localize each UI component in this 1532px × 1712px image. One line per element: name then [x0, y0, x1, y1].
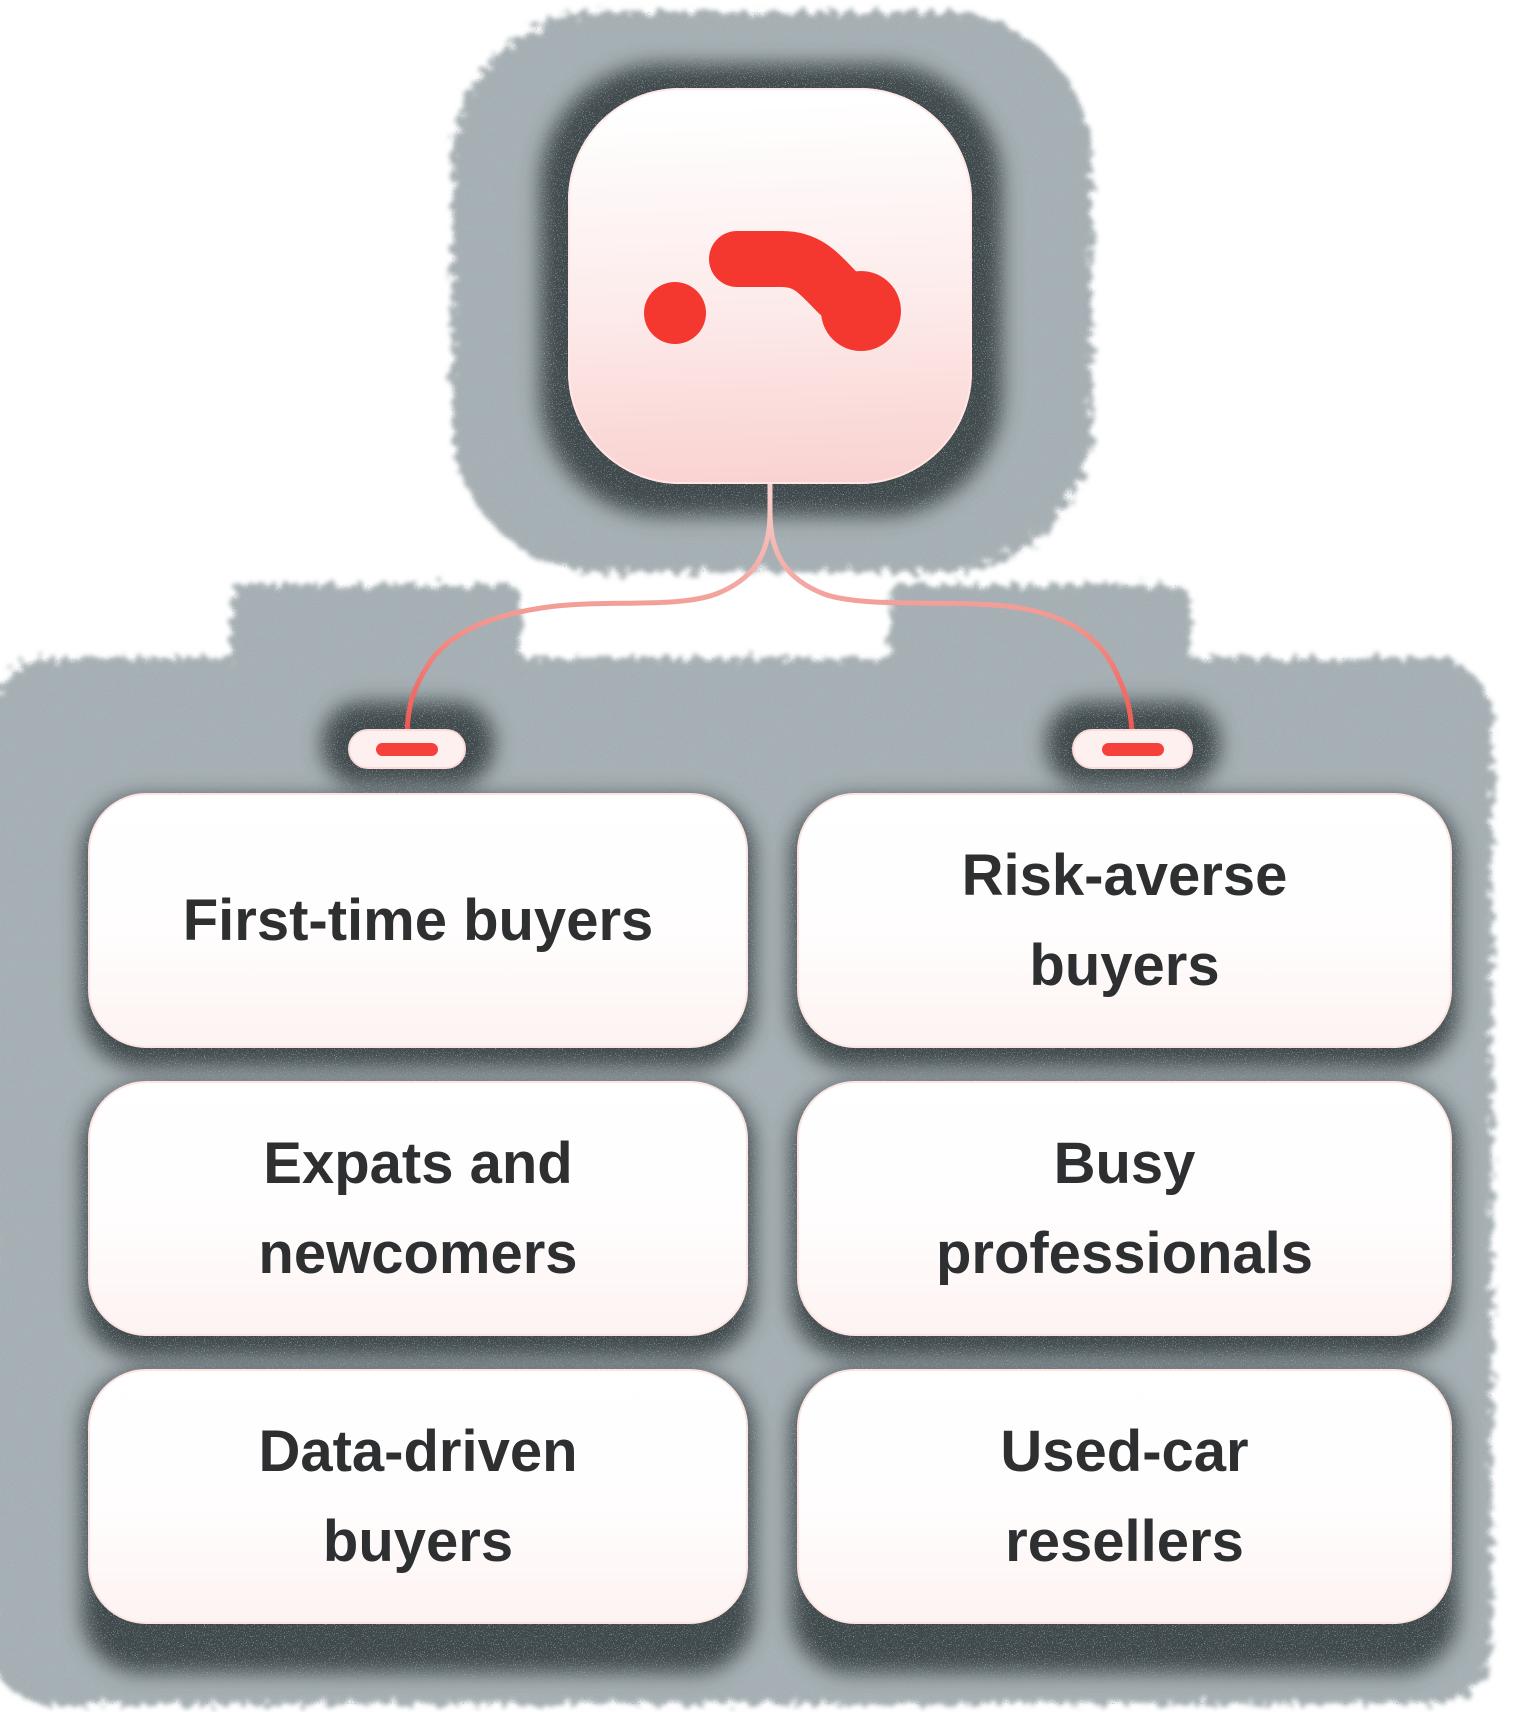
root-node[interactable] [568, 88, 972, 484]
card-first-time-buyers[interactable]: First-time buyers [88, 793, 748, 1048]
connector-right [767, 459, 1135, 737]
connector-lines [404, 459, 1135, 737]
collapse-toggle-right[interactable] [1072, 729, 1193, 769]
card-label: Data-driven buyers [258, 1418, 578, 1574]
brand-car-logo-icon [644, 231, 901, 351]
card-risk-averse-buyers[interactable]: Risk-averse buyers [797, 793, 1452, 1048]
collapse-toggle-left[interactable] [348, 729, 466, 769]
segment-cards-grid: First-time buyers Risk-averse buyers Exp… [88, 793, 1452, 1624]
card-data-driven-buyers[interactable]: Data-driven buyers [88, 1369, 748, 1624]
card-label: Expats and newcomers [258, 1130, 578, 1286]
card-used-car-resellers[interactable]: Used-car resellers [797, 1369, 1452, 1624]
card-label: Used-car resellers [1000, 1418, 1249, 1574]
card-busy-professionals[interactable]: Busy professionals [797, 1081, 1452, 1336]
card-label: First-time buyers [182, 887, 654, 953]
minus-icon [1101, 742, 1164, 756]
minus-icon [376, 742, 438, 756]
card-label: Risk-averse buyers [961, 842, 1288, 998]
card-label: Busy professionals [935, 1130, 1314, 1286]
connector-left [404, 459, 773, 737]
card-expats-newcomers[interactable]: Expats and newcomers [88, 1081, 748, 1336]
